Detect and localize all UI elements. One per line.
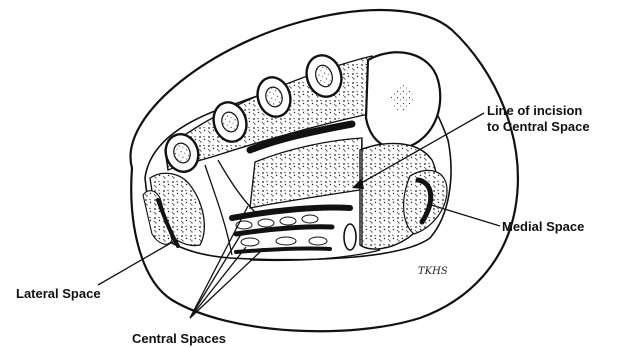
medial-space-label: Medial Space — [502, 219, 584, 234]
central-leader-3 — [190, 247, 246, 318]
thenar-small-bone — [344, 224, 356, 250]
central-muscle-mass — [250, 138, 362, 208]
central-leader-4 — [190, 252, 260, 318]
artist-signature: TKHS — [418, 266, 448, 277]
central-spaces-label: Central Spaces — [132, 331, 226, 346]
lateral-space-label: Lateral Space — [16, 286, 101, 301]
first-metacarpal — [366, 52, 440, 148]
incision-label-line1: Line of incision — [487, 103, 582, 118]
incision-label-line2: to Central Space — [487, 119, 590, 134]
lateral-leader — [98, 240, 176, 285]
